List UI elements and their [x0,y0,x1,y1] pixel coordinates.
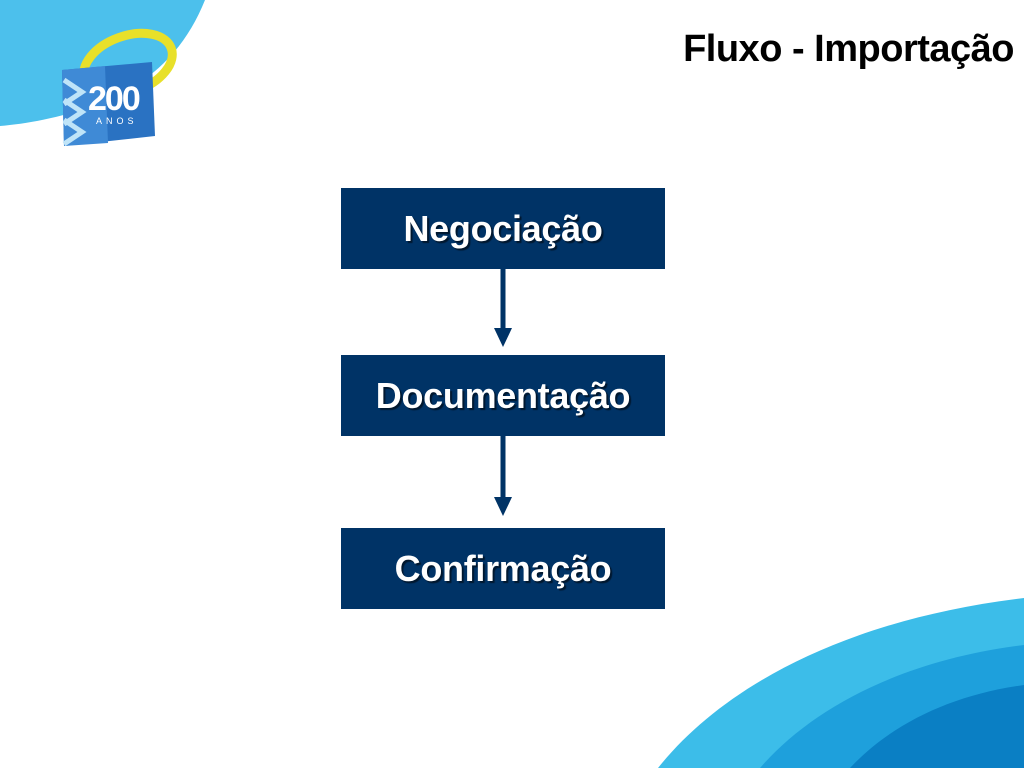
flow-step-label: Documentação [375,374,631,416]
flow-step-negociacao: Negociação [341,188,665,269]
bank-200-anos-logo: 200 ANOS [62,28,177,147]
flow-step-confirmacao: Confirmação [341,528,665,609]
logo-chevrons [62,77,87,147]
logo-word: ANOS [96,116,138,126]
flow-step-label: Confirmação [394,547,612,589]
slide-title: Fluxo - Importação [683,28,1014,70]
flow-step-label: Negociação [403,207,603,249]
flow-step-documentacao: Documentação [341,355,665,436]
bottom-right-swoosh-inner [850,685,1024,768]
logo-number: 200 [88,80,140,118]
